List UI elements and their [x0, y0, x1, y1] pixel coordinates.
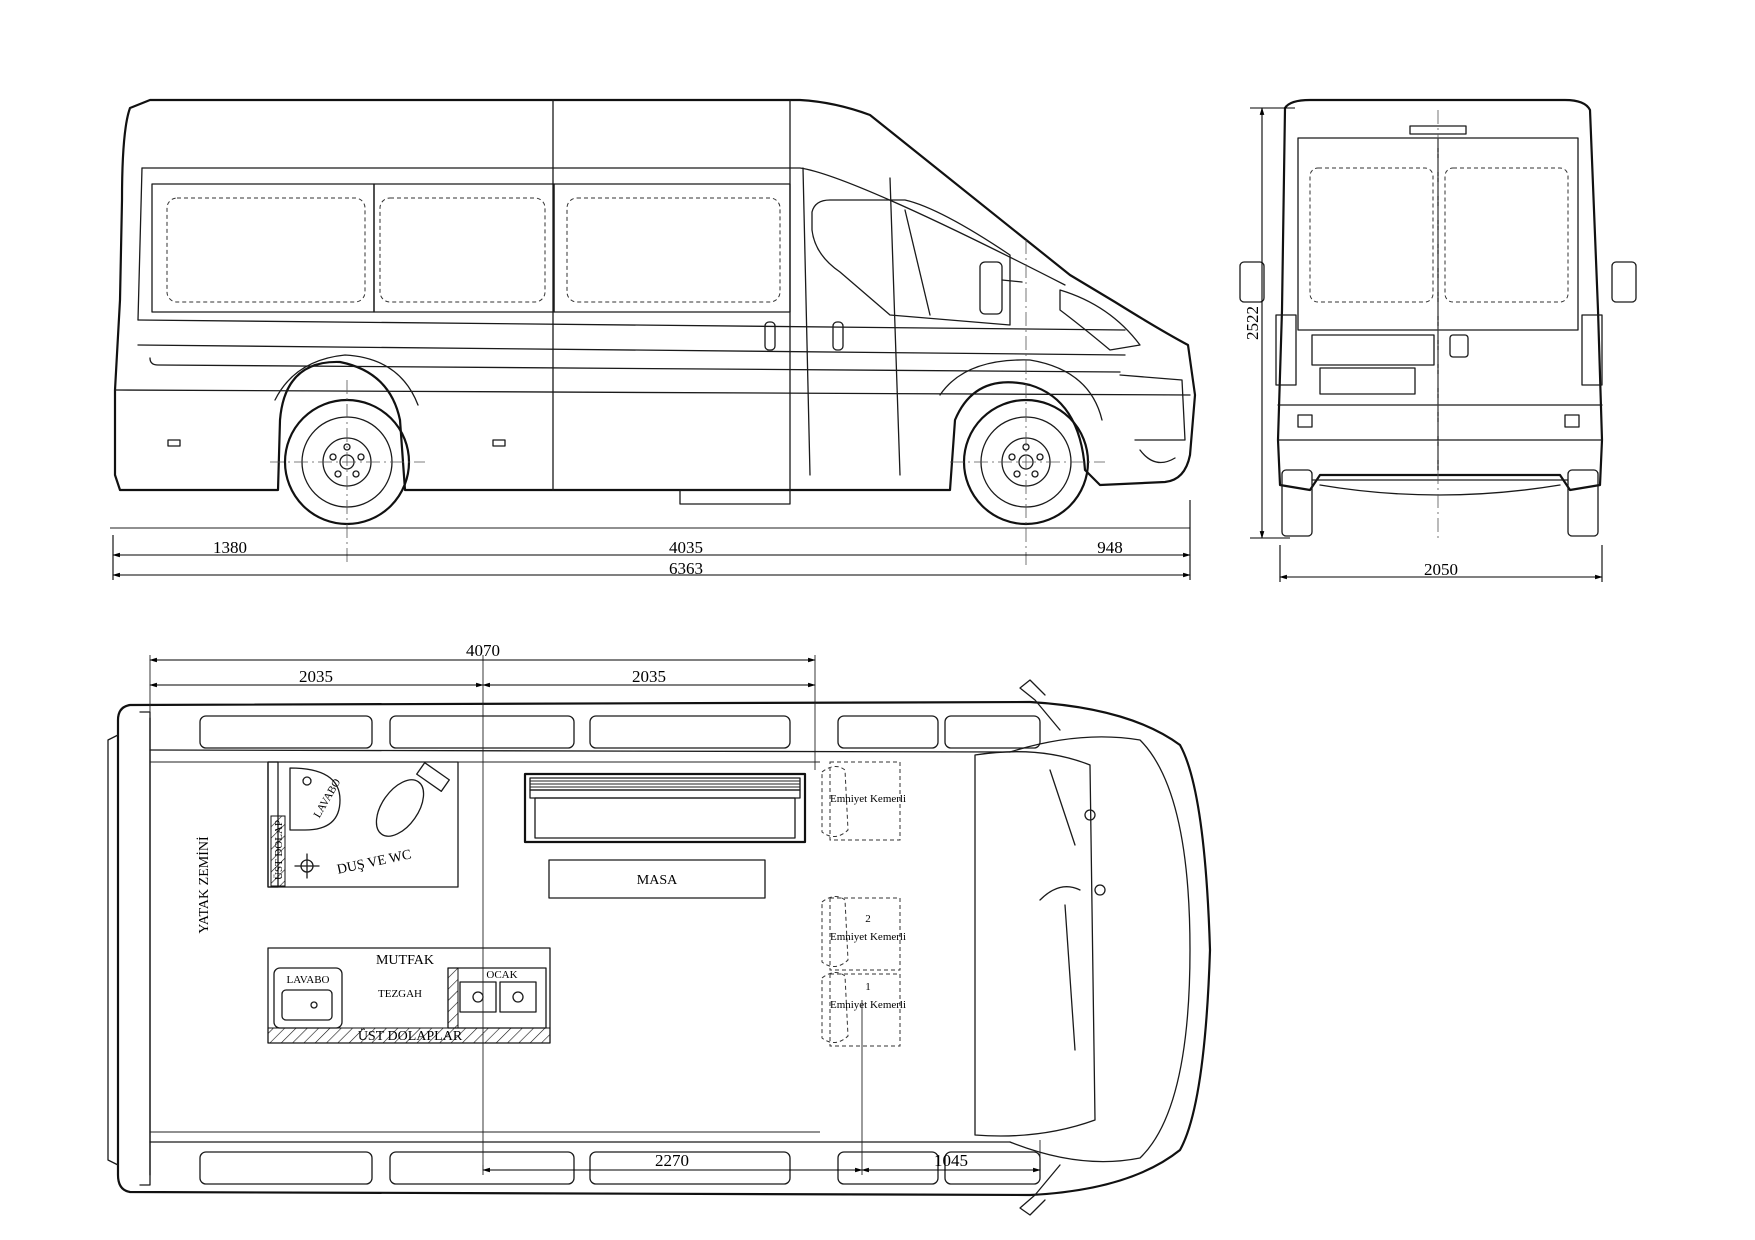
seat-1-label: Emniyet Kemerli: [830, 999, 906, 1011]
kitchen-label: MUTFAK: [376, 953, 434, 968]
seat-1-number: 1: [865, 981, 871, 993]
kitchen-sink-label: LAVABO: [287, 974, 330, 986]
seat-top: Emniyet Kemerli: [821, 761, 906, 841]
table: [548, 859, 766, 899]
dim-height: 2522: [1243, 306, 1262, 340]
kitchen: MUTFAK LAVABO TEZGAH OCAK ÜST DOLAPLAR: [267, 947, 551, 1044]
sofa-bed: [523, 772, 807, 844]
seat-top-label: Emniyet Kemerli: [830, 793, 906, 805]
bed-floor-label: YATAK ZEMİNİ: [196, 836, 212, 934]
dim-section-right: 2035: [632, 667, 666, 686]
seat-2-number: 2: [865, 913, 871, 925]
seat-1: 1 Emniyet Kemerli: [821, 972, 906, 1047]
dim-front-overhang: 948: [1097, 538, 1123, 557]
seat-2-label: Emniyet Kemerli: [830, 931, 906, 943]
bath-upper-cabinet-label: ÜST DOLAP: [273, 820, 285, 880]
rear-view: 2522 2050: [1239, 98, 1637, 582]
shower-wc-label: DUŞ VE WC: [336, 847, 413, 877]
dim-interior-length: 4070: [466, 641, 500, 660]
table-label: MASA: [637, 873, 678, 888]
dim-width: 2050: [1424, 560, 1458, 579]
stove-label: OCAK: [486, 969, 517, 981]
dim-seats-to-front: 1045: [934, 1151, 968, 1170]
dim-section-left: 2035: [299, 667, 333, 686]
plan-view: YATAK ZEMİNİ ÜST DOLAP LAVABO DUŞ VE WC: [107, 641, 1212, 1216]
bathroom: ÜST DOLAP LAVABO DUŞ VE WC: [267, 761, 459, 888]
dim-rear-to-seats: 2270: [655, 1151, 689, 1170]
dim-overall-length: 6363: [669, 559, 703, 578]
dim-wheelbase: 4035: [669, 538, 703, 557]
side-view: 1380 4035 948 6363: [110, 98, 1197, 580]
seat-2: 2 Emniyet Kemerli: [821, 896, 906, 971]
bath-sink-label: LAVABO: [311, 777, 343, 820]
counter-label: TEZGAH: [378, 988, 422, 1000]
dim-rear-overhang: 1380: [213, 538, 247, 557]
upper-cabinets-label: ÜST DOLAPLAR: [358, 1027, 463, 1044]
